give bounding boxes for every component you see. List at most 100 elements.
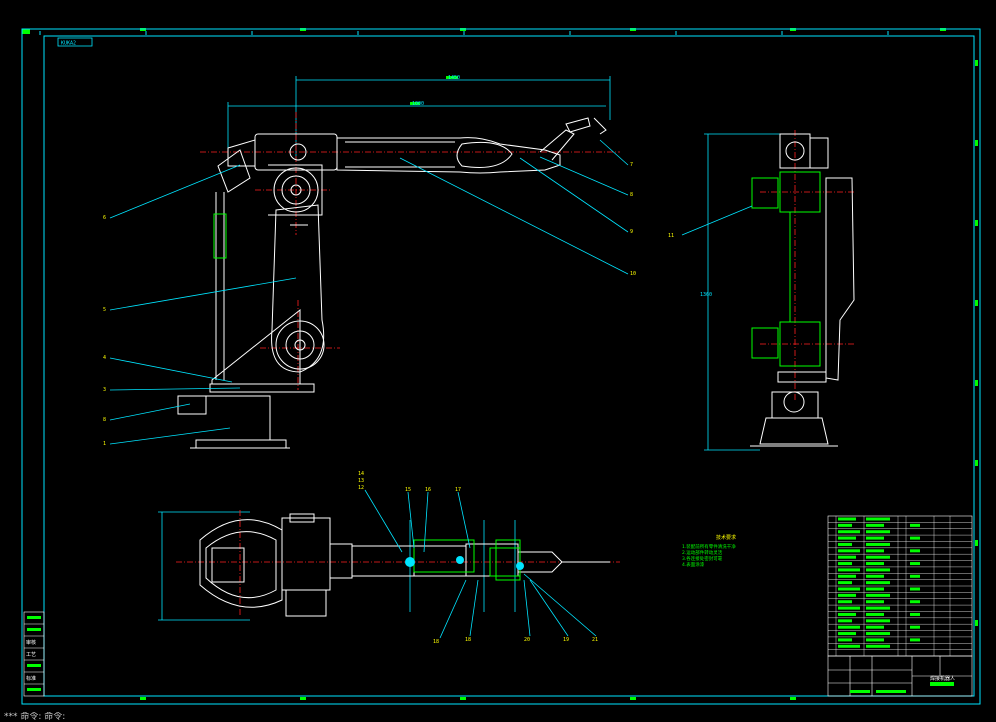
callout-side-4: 8 — [103, 417, 106, 423]
callout-side-0: 6 — [103, 215, 106, 221]
parts-row-code — [866, 562, 884, 566]
parts-row-name — [838, 587, 860, 591]
parts-row-code — [866, 568, 890, 572]
parts-row-qty — [910, 638, 920, 642]
parts-row-code — [866, 644, 890, 648]
callout-plan-top-5: 17 — [455, 487, 461, 493]
callout-plan-bottom-4: 21 — [592, 637, 598, 643]
parts-row-code — [866, 587, 884, 591]
callout-plan-bottom-1: 18 — [465, 637, 471, 643]
parts-row-code — [866, 619, 890, 623]
parts-row-qty — [910, 523, 920, 527]
parts-row-code — [866, 593, 890, 597]
parts-row-name — [838, 619, 852, 623]
parts-row-code — [866, 638, 884, 642]
callout-side-2: 4 — [103, 355, 106, 361]
dim-upper: 1000 — [412, 101, 424, 107]
callout-plan-bottom-3: 19 — [563, 637, 569, 643]
callout-side-3: 3 — [103, 387, 106, 393]
callout-side-5: 1 — [103, 441, 106, 447]
callout-plan-top-1: 13 — [358, 478, 364, 484]
inner-border — [43, 35, 975, 697]
parts-row-name — [838, 530, 860, 534]
parts-row-name — [838, 632, 856, 636]
parts-row-qty — [910, 536, 920, 540]
parts-row-name — [838, 581, 852, 585]
corner-green-marks — [22, 28, 978, 700]
parts-row-qty — [910, 600, 920, 604]
tech-req-line-3: 4.表面涂漆 — [682, 561, 705, 568]
parts-row-name — [838, 517, 856, 521]
tech-req-line-0: 1.装配前所有零件清洗干净 — [682, 543, 736, 550]
left-stack-1: 工艺 — [26, 652, 36, 658]
technical-requirements: 技术要求 1.装配前所有零件清洗干净 2.运动部件转动灵活 3.各连接处密封可靠… — [682, 534, 736, 568]
parts-row-name — [838, 625, 860, 629]
command-line-text: *** 命令: 命令: — [4, 712, 66, 722]
parts-row-code — [866, 581, 890, 585]
tech-req-title: 技术要求 — [716, 534, 736, 541]
parts-row-qty — [910, 612, 920, 616]
dim-height: 1360 — [700, 292, 712, 298]
dim-overall: 1450 — [448, 75, 460, 81]
parts-row-qty — [910, 625, 920, 629]
left-stack-2: 标准 — [26, 675, 36, 682]
parts-row-code — [866, 574, 884, 578]
parts-row-code — [866, 632, 890, 636]
callout-top-right-1: 8 — [630, 192, 633, 198]
callout-top-right-3: 10 — [630, 271, 636, 277]
right-view: 1360 11 — [668, 130, 855, 451]
plan-view: 14 13 12 15 16 17 18 18 20 19 21 — [158, 471, 620, 645]
callout-top-right-0: 7 — [630, 162, 633, 168]
parts-row-name — [838, 568, 860, 572]
parts-row-name — [838, 606, 860, 610]
callout-plan-bottom-0: 18 — [433, 639, 439, 645]
parts-list — [827, 515, 973, 657]
parts-row-name — [838, 644, 860, 648]
parts-row-code — [866, 549, 884, 553]
parts-row-name — [838, 600, 852, 604]
callout-plan-top-4: 16 — [425, 487, 431, 493]
tech-req-line-1: 2.运动部件转动灵活 — [682, 549, 723, 556]
parts-row-code — [866, 536, 884, 540]
parts-row-qty — [910, 549, 920, 553]
parts-row-code — [866, 542, 890, 546]
parts-row-name — [838, 542, 852, 546]
parts-row-qty — [910, 574, 920, 578]
callout-plan-top-0: 14 — [358, 471, 364, 477]
command-line[interactable]: *** 命令: 命令: — [0, 712, 996, 722]
title-block — [827, 655, 973, 697]
parts-row-code — [866, 625, 884, 629]
parts-row-code — [866, 612, 884, 616]
parts-row-name — [838, 638, 852, 642]
left-revision-table — [23, 611, 45, 697]
parts-row-code — [866, 600, 884, 604]
left-stack-0: 审核 — [26, 639, 36, 646]
parts-row-code — [866, 523, 884, 527]
callout-plan-bottom-2: 20 — [524, 637, 530, 643]
parts-row-code — [866, 555, 890, 559]
parts-row-name — [838, 536, 856, 540]
tech-req-line-2: 3.各连接处密封可靠 — [682, 555, 723, 562]
outer-border — [21, 28, 981, 705]
zone-ticks — [39, 31, 889, 35]
title-block-name: 焊接机器人 — [930, 675, 955, 682]
drawing-tag: KUKA2 — [61, 41, 76, 47]
drawing-tag-box — [57, 37, 93, 47]
parts-row-qty — [910, 587, 920, 591]
callout-right-view: 11 — [668, 233, 674, 239]
parts-row-name — [838, 555, 856, 559]
parts-row-code — [866, 606, 890, 610]
callout-plan-top-2: 12 — [358, 485, 364, 491]
parts-row-name — [838, 549, 860, 553]
parts-row-name — [838, 523, 852, 527]
parts-row-qty — [910, 562, 920, 566]
parts-row-code — [866, 530, 890, 534]
callout-plan-top-3: 15 — [405, 487, 411, 493]
parts-row-name — [838, 612, 856, 616]
parts-row-code — [866, 517, 890, 521]
parts-row-name — [838, 593, 856, 597]
callout-top-right-2: 9 — [630, 229, 633, 235]
side-view: 6 5 4 3 8 1 7 8 9 10 1450 1000 — [103, 75, 636, 449]
parts-row-name — [838, 562, 852, 566]
